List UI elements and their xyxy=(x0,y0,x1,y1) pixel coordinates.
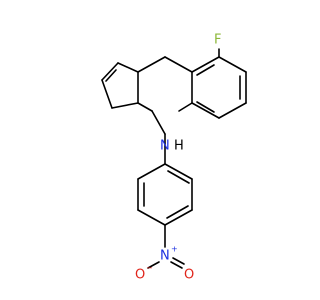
amine-hydrogen-label: H xyxy=(174,139,184,154)
bond xyxy=(164,56,193,73)
bond xyxy=(218,56,247,73)
bond xyxy=(151,110,166,135)
bond xyxy=(147,261,160,269)
bond xyxy=(137,163,166,180)
nitro-oxygen-right-label: O xyxy=(184,268,194,283)
molecule-canvas: F N H N + O − O xyxy=(101,32,247,283)
bond xyxy=(137,102,153,112)
bond xyxy=(218,102,247,119)
bond xyxy=(172,257,185,265)
nitro-oxygen-left-label: O xyxy=(135,268,145,283)
nitro-nitrogen-charge: + xyxy=(171,245,178,254)
bond xyxy=(164,209,193,226)
nitro-nitrogen-label: N xyxy=(160,249,170,264)
bond xyxy=(166,205,189,219)
bond xyxy=(101,62,119,81)
bond xyxy=(170,261,183,269)
bond xyxy=(164,163,193,180)
fluorine-atom-label: F xyxy=(214,33,221,48)
amine-nitrogen-label: N xyxy=(160,139,170,154)
bond xyxy=(101,79,113,109)
bond xyxy=(137,209,166,226)
bond xyxy=(111,102,139,109)
bond xyxy=(167,170,190,184)
bond xyxy=(117,62,139,73)
structure-diagram: F N H N + O − O xyxy=(101,33,247,283)
bond xyxy=(105,69,117,82)
bond xyxy=(191,56,220,73)
bond xyxy=(191,102,220,119)
bond xyxy=(196,101,215,113)
bond xyxy=(137,56,166,73)
nitro-oxygen-left-charge: − xyxy=(146,264,153,273)
bond xyxy=(196,64,215,76)
bond xyxy=(178,102,193,112)
